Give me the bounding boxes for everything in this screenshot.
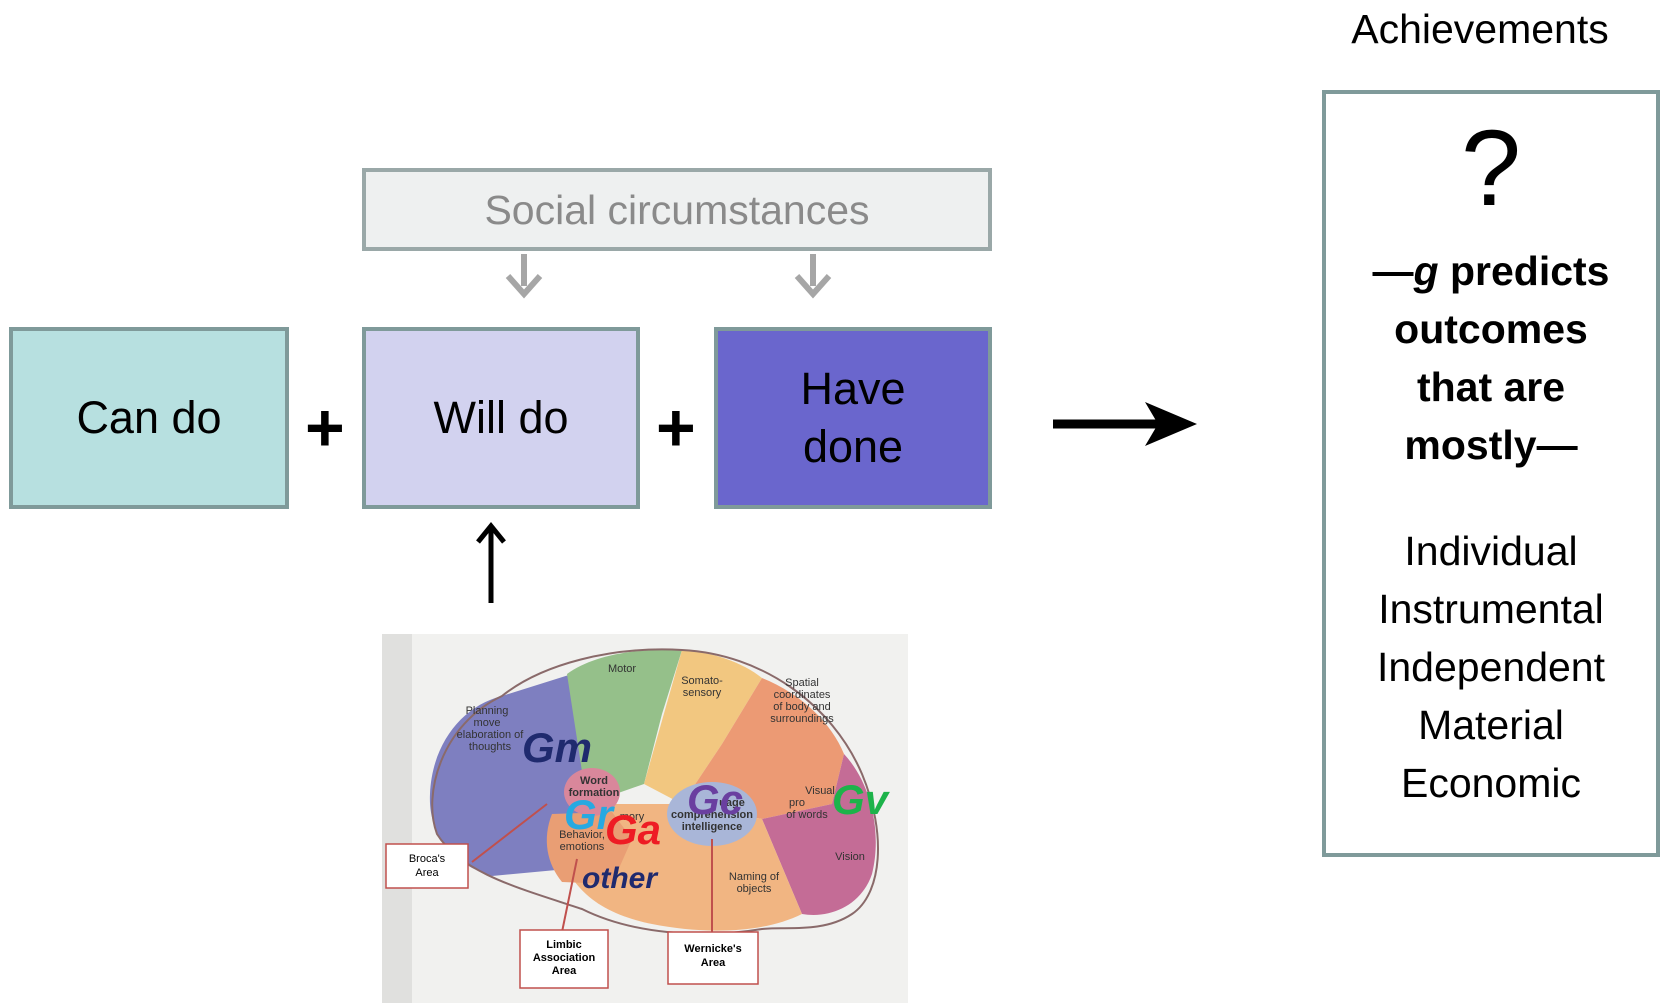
can-do-label: Can do (76, 392, 222, 443)
social-circumstances-box: Social circumstances (362, 168, 992, 251)
word-formation-label: formation (569, 787, 620, 799)
gr-label: Gr (564, 791, 616, 838)
word-formation-label: Word (580, 775, 608, 787)
language-label: uage (719, 797, 745, 809)
motor-cortex (567, 649, 682, 804)
outcomes-word: outcomes (1394, 306, 1588, 352)
vision-label: Vision (835, 851, 865, 863)
planning-label: elaboration of (457, 729, 525, 741)
broca-callout: Broca's Area (385, 843, 469, 889)
plus-sign: + (305, 390, 345, 466)
spatial-label: of body and (773, 701, 831, 713)
achievements-title: Achievements (1351, 6, 1609, 52)
predicts-word: predicts (1438, 248, 1610, 294)
wernicke-callout: Wernicke's Area (667, 931, 759, 985)
limbic-region (546, 812, 632, 884)
limbic-callout: Limbic Association Area (519, 929, 609, 989)
language-area (667, 782, 757, 846)
g-symbol: g (1413, 248, 1439, 294)
callout-lines (471, 803, 713, 934)
gc-label: Gc (687, 776, 743, 823)
wernicke-label: Wernicke's (684, 943, 741, 955)
broca-label: Broca's (409, 853, 446, 865)
social-to-havedone-arrow (794, 254, 832, 299)
that-are-words: that are (1416, 364, 1566, 410)
main-right-arrow (1053, 402, 1197, 446)
outcome-item: Instrumental (1378, 586, 1604, 632)
will-do-label: Will do (433, 392, 569, 443)
social-to-willdo-arrow (505, 254, 543, 299)
will-do-box: Will do (362, 327, 640, 509)
motor-label: Motor (608, 663, 636, 675)
broca-label: Area (415, 867, 439, 879)
language-label: intelligence (682, 821, 743, 833)
word-formation-area (564, 768, 620, 816)
outcome-item: Economic (1400, 760, 1581, 806)
planning-label: move (474, 717, 501, 729)
connector-arrows (476, 254, 1197, 603)
plus-sign: + (656, 390, 696, 466)
somato-label: Somato- (681, 675, 723, 687)
outcome-item: Material (1418, 702, 1564, 748)
question-mark: ? (1460, 107, 1522, 228)
planning-label: Planning (466, 705, 509, 717)
behavior-label: Behavior, (559, 829, 605, 841)
memory-label: mory (620, 811, 645, 823)
outcome-list: Individual Instrumental Independent Mate… (1326, 522, 1656, 812)
have-done-label: Have done (800, 363, 906, 472)
spatial-label: surroundings (770, 713, 834, 725)
gm-label: Gm (522, 724, 592, 771)
can-do-box: Can do (9, 327, 289, 509)
behavior-label: emotions (560, 841, 605, 853)
limbic-label: Association (533, 952, 596, 964)
page-shadow (382, 634, 412, 1003)
other-label: other (582, 862, 659, 895)
outcome-item: Individual (1404, 528, 1578, 574)
limbic-label: Area (552, 965, 577, 977)
region-labels: Motor Somato- sensory Spatial coordinate… (457, 663, 865, 895)
wernicke-label: Area (701, 957, 726, 969)
occipital-lobe (762, 754, 876, 915)
g-predicts-text: —g predicts outcomes that are mostly— (1326, 242, 1656, 474)
somato-label: sensory (683, 687, 722, 699)
limbic-label: Limbic (546, 939, 581, 951)
spatial-label: Spatial (785, 677, 819, 689)
ga-label: Ga (605, 806, 661, 853)
naming-label: Naming of (729, 871, 780, 883)
mostly-word: mostly— (1404, 422, 1578, 468)
brain-to-willdo-arrow (476, 522, 506, 603)
ability-overlays: Gm Gr Ga Gc Gv other (522, 724, 891, 895)
planning-label: thoughts (469, 741, 512, 753)
spatial-label: coordinates (774, 689, 831, 701)
outcome-item: Independent (1376, 644, 1605, 690)
gv-label: Gv (832, 776, 891, 823)
visual-label: Visual (805, 785, 835, 797)
visual-label: of words (786, 809, 828, 821)
brain-diagram: Motor Somato- sensory Spatial coordinate… (382, 634, 908, 1003)
visual-label: pro (789, 797, 805, 809)
naming-label: objects (737, 883, 772, 895)
have-done-box: Have done (714, 327, 992, 509)
language-label: comprehension (671, 809, 753, 821)
sensory-cortex (644, 650, 762, 804)
social-circumstances-label: Social circumstances (484, 186, 870, 233)
dash-prefix: — (1372, 248, 1414, 294)
achievements-box: ? —g predicts outcomes that are mostly— … (1322, 90, 1660, 857)
